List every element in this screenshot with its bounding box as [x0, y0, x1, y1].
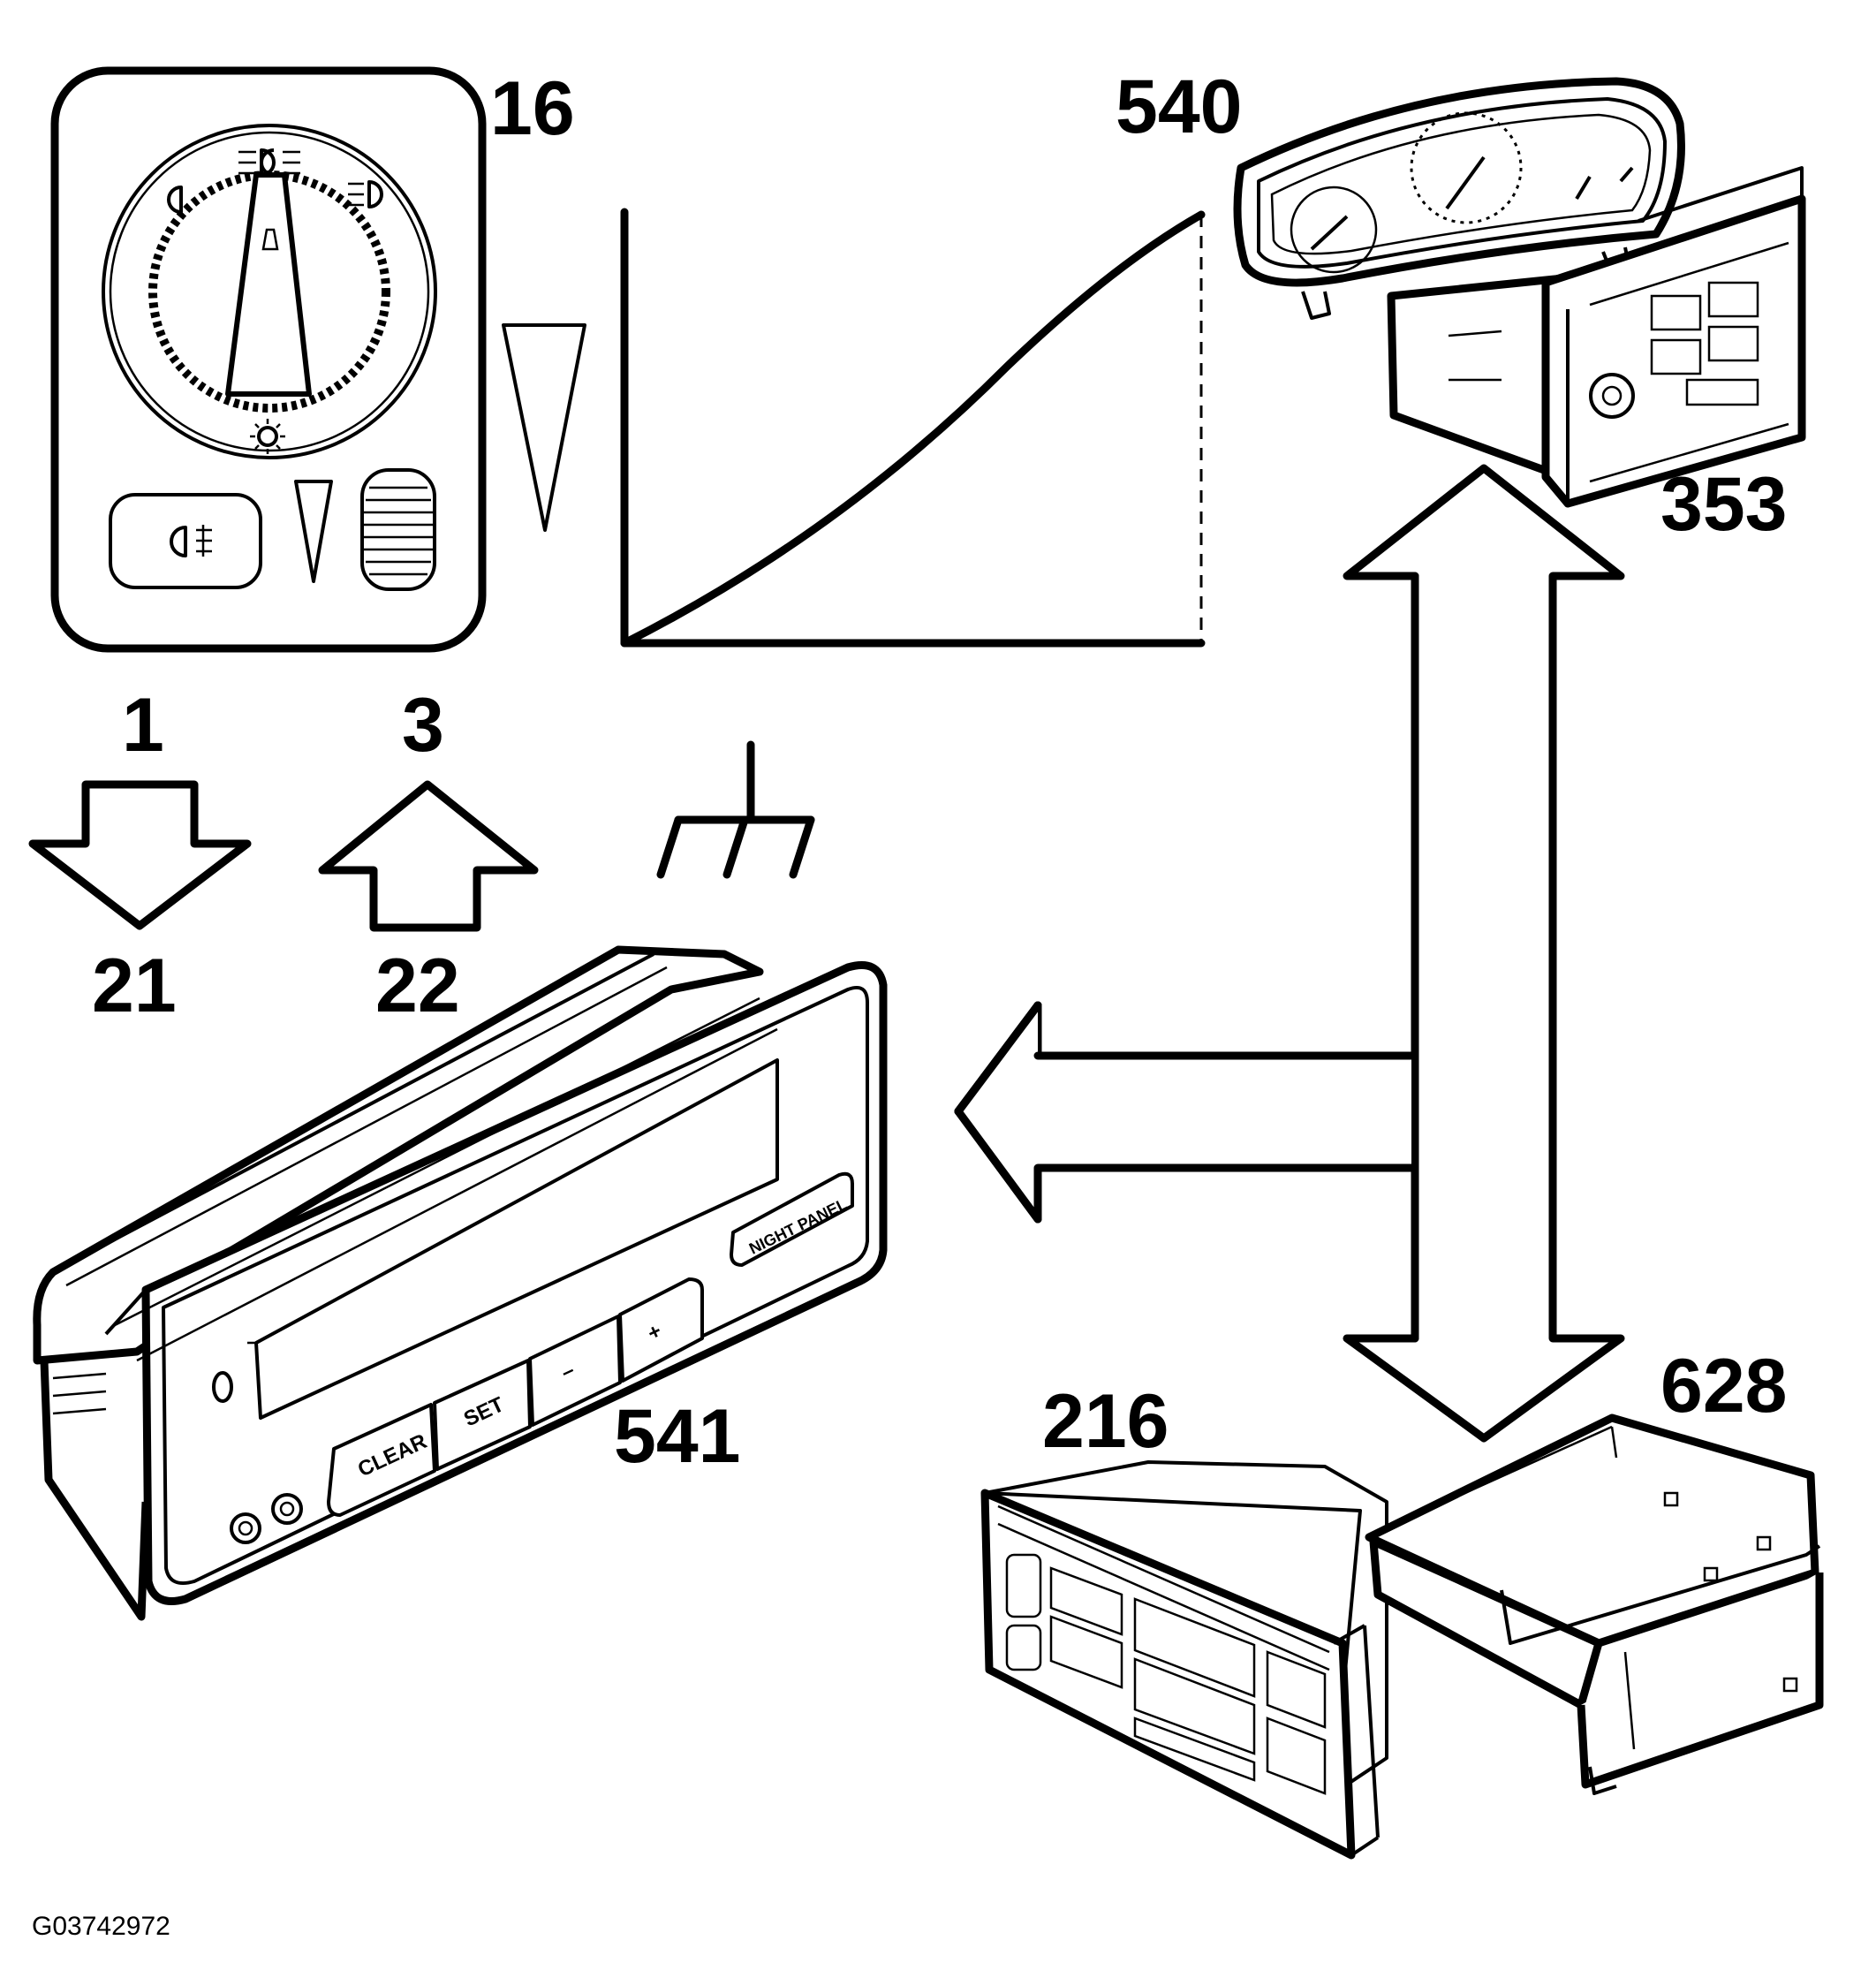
info-display-label: 541: [614, 1394, 741, 1479]
adjust-knob[interactable]: [271, 1493, 303, 1525]
audio-unit: [1387, 166, 1806, 508]
instrument-cluster-label: 540: [1116, 64, 1243, 149]
communication-bus-arrows: [954, 464, 1625, 1443]
high-beam-icon: [348, 180, 383, 208]
input-signal-label: 21: [92, 944, 177, 1028]
information-display-unit: [33, 945, 888, 1621]
parking-light-icon: [167, 186, 183, 214]
dimming-curve-graph: [620, 208, 1206, 648]
dimmer-thumbwheel[interactable]: [360, 468, 436, 591]
input-arrow-icon: [28, 780, 252, 930]
input-pin-label: 1: [122, 683, 164, 768]
dimming-ramp-icon: [502, 323, 586, 532]
climate-panel-label: 216: [1042, 1379, 1169, 1464]
low-beam-icon: [238, 148, 300, 177]
adjust-knob[interactable]: [230, 1512, 261, 1544]
light-sensor-icon: [212, 1371, 233, 1403]
clear-button[interactable]: CLEAR: [327, 1403, 436, 1517]
plus-button[interactable]: +: [618, 1277, 704, 1383]
aux-unit-label: 628: [1660, 1344, 1788, 1429]
audio-unit-label: 353: [1660, 462, 1788, 547]
output-pin-label: 3: [402, 683, 444, 768]
fog-light-button[interactable]: [109, 493, 262, 589]
minus-button[interactable]: –: [528, 1315, 622, 1427]
ground-icon: [656, 740, 815, 879]
climate-control-panel: [980, 1460, 1388, 1860]
instrument-cluster: [1233, 77, 1685, 320]
fog-light-icon: [170, 525, 212, 557]
light-switch-panel: [50, 66, 487, 653]
set-button[interactable]: SET: [433, 1359, 532, 1471]
dimmer-indicator-icon: [294, 480, 333, 583]
auxiliary-control-unit: [1365, 1413, 1824, 1795]
output-signal-label: 22: [375, 944, 460, 1028]
output-arrow-icon: [318, 780, 539, 932]
light-switch-label: 16: [490, 66, 575, 151]
figure-reference-code: G03742972: [32, 1912, 170, 1941]
sun-icon: [250, 419, 285, 454]
